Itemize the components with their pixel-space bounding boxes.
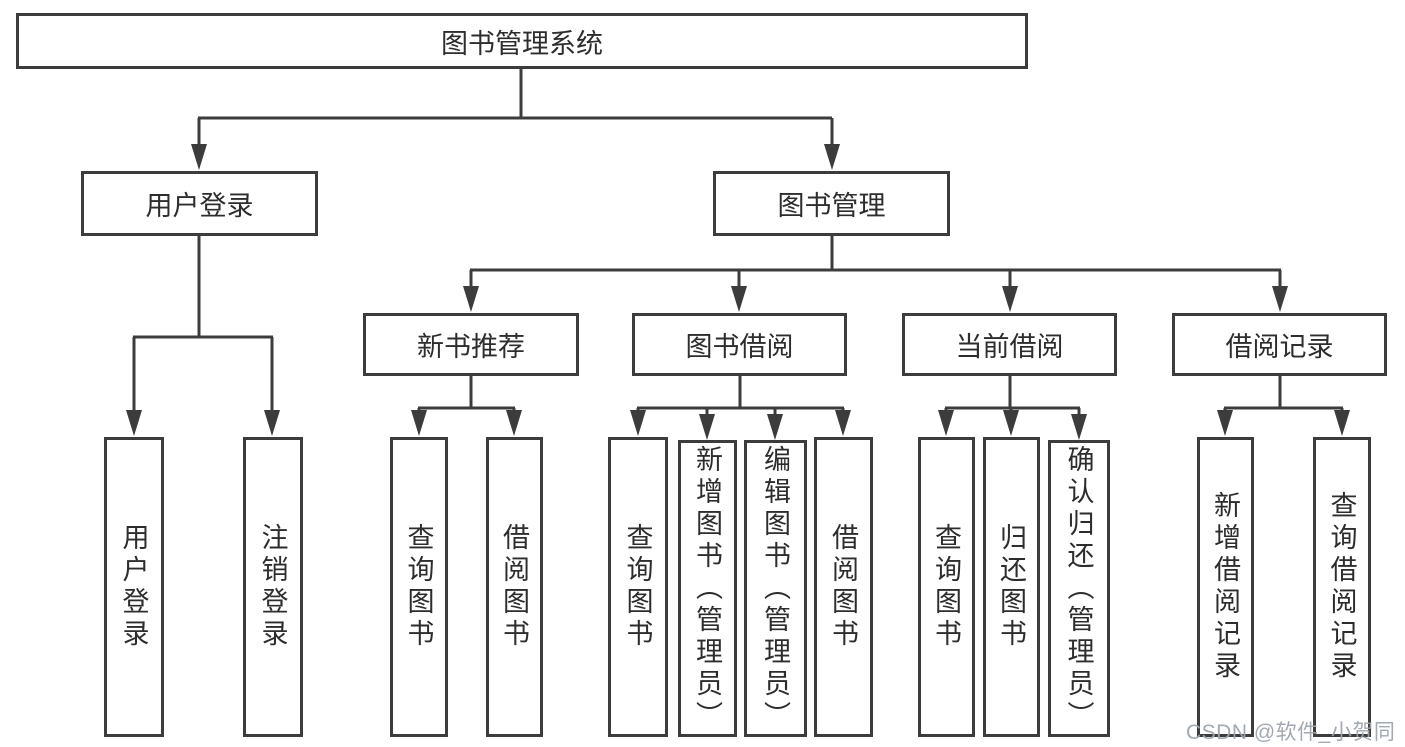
connector-borrowrecord-to-leaves (1223, 376, 1344, 414)
connector-bookborrow-to-leaves (636, 376, 845, 418)
node-br-query-record: 查询借阅记录 (1313, 437, 1371, 737)
node-bb-borrow-book: 借阅图书 (814, 437, 873, 737)
node-bb-query-book: 查询图书 (608, 437, 668, 737)
node-borrow-record: 借阅记录 (1172, 313, 1387, 376)
node-cb-query-book: 查询图书 (918, 437, 975, 737)
arrowheads (126, 144, 1350, 440)
node-br-add-record: 新增借阅记录 (1197, 437, 1254, 737)
node-root: 图书管理系统 (16, 13, 1028, 69)
node-book-borrow: 图书借阅 (632, 313, 847, 376)
node-login: 用户登录 (104, 437, 164, 737)
node-new-book-rec: 新书推荐 (363, 313, 579, 376)
connector-userlogin-to-leaves (132, 236, 274, 414)
node-cb-return-book: 归还图书 (983, 437, 1040, 737)
node-rec-query-book: 查询图书 (390, 437, 448, 737)
node-bb-add-book: 新增图书（管理员） (678, 440, 737, 737)
node-bb-edit-book: 编辑图书（管理员） (744, 440, 807, 737)
csdn-watermark: CSDN @软件_小贺同学 (1186, 721, 1396, 744)
node-user-login: 用户登录 (81, 171, 318, 236)
node-book-mgmt: 图书管理 (713, 171, 950, 236)
node-current-borrow: 当前借阅 (902, 313, 1117, 376)
connector-newbookrec-to-leaves (417, 376, 516, 414)
node-rec-borrow-book: 借阅图书 (486, 437, 543, 737)
node-cb-confirm-return: 确认归还（管理员） (1048, 440, 1110, 737)
connector-root-to-level2 (197, 69, 834, 148)
connector-bookmgmt-to-level3 (469, 236, 1282, 290)
node-logout: 注销登录 (243, 437, 303, 737)
